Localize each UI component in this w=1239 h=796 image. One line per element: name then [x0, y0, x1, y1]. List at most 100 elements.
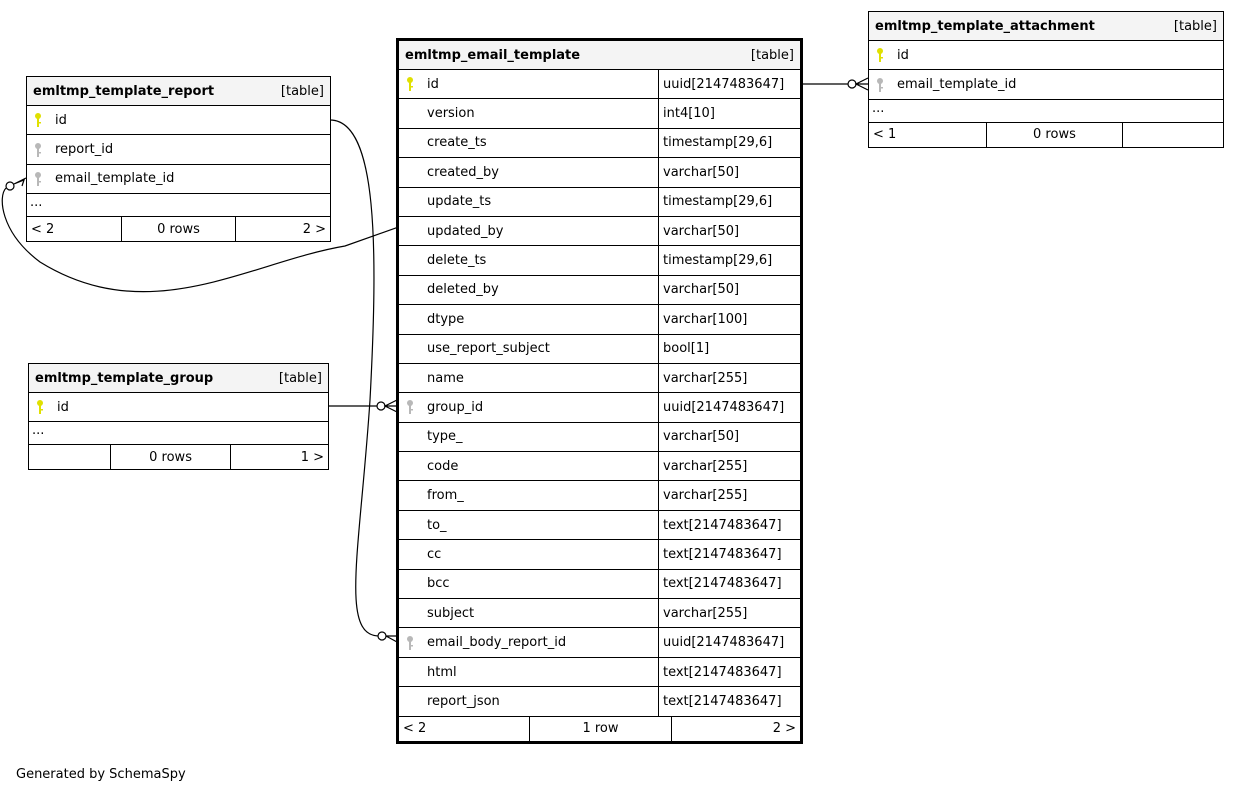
column-name: report_id	[55, 142, 114, 158]
column-name-cell: id	[29, 393, 328, 421]
column-row[interactable]: id	[29, 393, 328, 423]
column-type: varchar[50]	[658, 422, 800, 452]
parents-link[interactable]: < 2	[403, 721, 427, 737]
children-link[interactable]	[1123, 123, 1223, 147]
column-name-cell: bcc	[399, 570, 658, 598]
column-name: email_body_report_id	[427, 635, 567, 651]
column-name: use_report_subject	[427, 341, 550, 357]
column-name: bcc	[427, 576, 450, 592]
children-link[interactable]: 1 >	[300, 449, 324, 465]
column-name-cell: email_template_id	[869, 70, 1223, 98]
more-columns[interactable]: ...	[29, 422, 328, 446]
column-type: text[2147483647]	[658, 510, 800, 540]
column-type: timestamp[29,6]	[658, 246, 800, 275]
column-name: report_json	[427, 693, 500, 709]
column-row[interactable]: from_ varchar[255]	[399, 481, 800, 511]
table-footer: 0 rows 1 >	[29, 445, 328, 470]
column-name: id	[897, 47, 909, 63]
column-name-cell: updated_by	[399, 217, 658, 245]
parents-link[interactable]	[29, 445, 110, 469]
column-name-cell: report_json	[399, 687, 658, 715]
children-link[interactable]: 2 >	[302, 221, 326, 237]
column-name-cell: create_ts	[399, 129, 658, 157]
foreign-key-icon	[875, 77, 885, 93]
table-header[interactable]: emltmp_template_report[table]	[27, 77, 330, 106]
column-row[interactable]: email_template_id	[869, 70, 1223, 100]
column-name-cell: email_body_report_id	[399, 628, 658, 656]
table-name: emltmp_template_group	[35, 370, 214, 386]
table-emltmp-template-group[interactable]: emltmp_template_group[table]id...0 rows 1…	[28, 363, 329, 471]
table-name: emltmp_template_attachment	[875, 18, 1095, 34]
edge-report-to-email-template	[1, 83, 802, 293]
more-columns[interactable]: ...	[27, 194, 330, 218]
column-name: from_	[427, 488, 464, 504]
column-name-cell: deleted_by	[399, 276, 658, 304]
column-row[interactable]: email_template_id	[27, 165, 330, 195]
column-name: update_ts	[427, 194, 492, 210]
column-row[interactable]: report_id	[27, 135, 330, 165]
column-name-cell: name	[399, 364, 658, 392]
column-name-cell: subject	[399, 599, 658, 627]
column-name: created_by	[427, 164, 499, 180]
column-row[interactable]: created_by varchar[50]	[399, 158, 800, 188]
column-type: varchar[50]	[658, 158, 800, 187]
generated-by-footer: Generated by SchemaSpy	[16, 767, 186, 782]
column-row[interactable]: email_body_report_id uuid[2147483647]	[399, 628, 800, 658]
column-type: varchar[50]	[658, 216, 800, 246]
column-name-cell: update_ts	[399, 188, 658, 216]
table-kind: [table]	[750, 47, 794, 63]
primary-key-icon	[875, 47, 885, 63]
column-type: text[2147483647]	[658, 657, 800, 687]
column-row[interactable]: to_text[2147483647]	[399, 510, 800, 541]
row-count: 0 rows	[120, 217, 237, 242]
table-emltmp-template-attachment[interactable]: emltmp_template_attachment[table]id email…	[868, 11, 1224, 148]
table-header[interactable]: emltmp_template_attachment[table]	[869, 12, 1223, 41]
children-link[interactable]: 2 >	[772, 721, 796, 737]
row-count: 1 row	[529, 716, 672, 741]
column-row[interactable]: id	[27, 106, 330, 136]
column-type: varchar[255]	[658, 452, 800, 481]
primary-key-icon	[405, 76, 415, 92]
table-emltmp-template-report[interactable]: emltmp_template_report[table]id report_id…	[26, 76, 331, 243]
column-row[interactable]: id	[869, 41, 1223, 71]
column-name: email_template_id	[897, 77, 1017, 93]
more-columns[interactable]: ...	[869, 100, 1223, 123]
foreign-key-icon	[405, 635, 415, 651]
column-row[interactable]: type_varchar[50]	[399, 422, 800, 453]
column-type: int4[10]	[658, 99, 800, 128]
column-type: uuid[2147483647]	[658, 628, 800, 657]
column-name: id	[427, 76, 439, 92]
column-name: email_template_id	[55, 171, 175, 187]
table-name: emltmp_email_template	[405, 47, 581, 63]
parents-link[interactable]: < 1	[873, 127, 897, 143]
parents-link[interactable]: < 2	[31, 221, 55, 237]
table-header[interactable]: emltmp_template_group[table]	[29, 364, 328, 393]
column-name-cell: id	[27, 106, 330, 134]
table-header[interactable]: emltmp_email_template [table]	[399, 41, 800, 70]
column-name-cell: delete_ts	[399, 246, 658, 274]
column-name-cell: use_report_subject	[399, 335, 658, 363]
foreign-key-icon	[33, 142, 43, 158]
row-count: 0 rows	[110, 445, 231, 470]
column-type: varchar[255]	[658, 481, 800, 510]
